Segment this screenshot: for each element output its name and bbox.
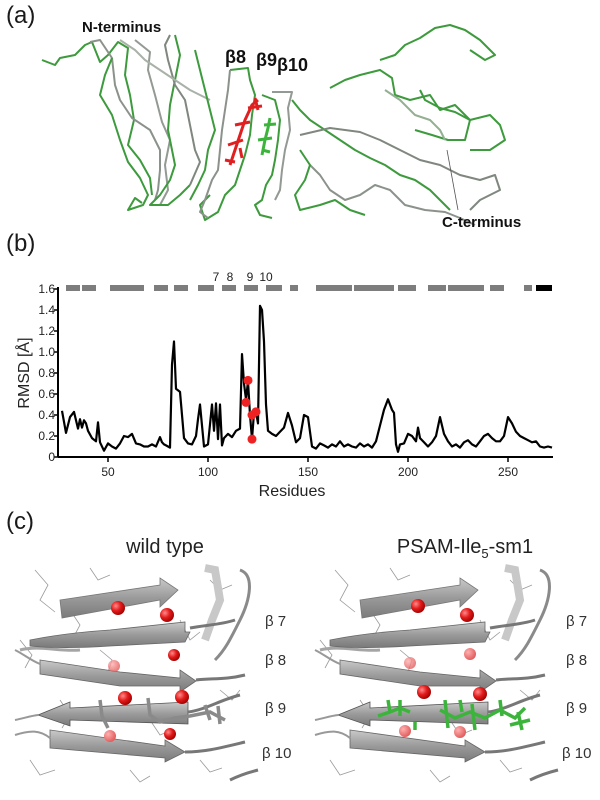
secondary-structure-bar <box>354 285 394 291</box>
mutation-marker <box>247 434 257 444</box>
wt-beta9-label: β 9 <box>265 700 287 717</box>
beta8-label: β8 <box>225 47 246 67</box>
secondary-structure-bar <box>266 285 282 291</box>
ligand-green-sticks <box>257 117 277 156</box>
panel-a-structure: N-terminus C-terminus β8 β9 β10 <box>0 0 600 240</box>
secondary-structure-bar <box>222 285 236 291</box>
secondary-structure-bar <box>110 285 144 291</box>
wild-type-cartoon <box>15 568 258 782</box>
y-tick-label: 0.6 <box>38 387 55 401</box>
secondary-structure-bar <box>316 285 352 291</box>
x-tick-label: 150 <box>298 465 318 479</box>
rmsd-line <box>60 304 553 453</box>
psam-beta10-label: β 10 <box>562 745 592 762</box>
panel-a-label: (a) <box>6 2 36 29</box>
x-axis-title: Residues <box>259 483 326 500</box>
y-tick-label: 1.0 <box>38 345 55 359</box>
mutant-green-sticks <box>377 699 531 731</box>
c-terminus-label: C-terminus <box>442 214 522 231</box>
x-tick-label: 250 <box>498 465 518 479</box>
psam-beta7-label: β 7 <box>566 613 588 630</box>
strand-number-label: 7 <box>213 270 220 284</box>
x-tick-label: 50 <box>101 465 115 479</box>
y-tick-label: 1.2 <box>38 324 55 338</box>
secondary-structure-bar <box>66 285 80 291</box>
n-terminus-label: N-terminus <box>82 19 162 36</box>
strand-number-label: 9 <box>247 270 254 284</box>
secondary-structure-bar <box>198 285 214 291</box>
psam-title-main: PSAM-Ile <box>396 536 482 558</box>
secondary-structure-bar <box>448 285 484 291</box>
y-tick-label: 0.4 <box>38 408 55 422</box>
y-tick-label: 1.4 <box>38 303 55 317</box>
psam-title: PSAM-Ile5-sm1 <box>355 536 575 561</box>
wt-sticks <box>98 697 226 729</box>
beta9-label: β9 <box>256 50 277 70</box>
psam-title-subscript: 5 <box>481 546 489 561</box>
secondary-structure-bar <box>490 285 504 291</box>
y-tick-label: 0.2 <box>38 429 55 443</box>
psam-beta8-label: β 8 <box>566 652 588 669</box>
secondary-structure-bar <box>428 285 446 291</box>
secondary-structure-bar <box>244 285 258 291</box>
panel-c-label: (c) <box>6 508 34 535</box>
panel-b-label: (b) <box>6 230 36 257</box>
backbone-trace-figure <box>41 24 506 226</box>
y-tick-label: 0 <box>48 450 55 464</box>
secondary-structure-bar-black <box>536 285 552 291</box>
wt-beta7-label: β 7 <box>265 613 287 630</box>
mutation-marker <box>243 375 253 385</box>
x-tick-label: 100 <box>198 465 218 479</box>
secondary-structure-bar <box>524 285 532 291</box>
secondary-structure-bar <box>174 285 188 291</box>
secondary-structure-bar <box>154 285 168 291</box>
panel-c-cartoons <box>0 560 600 800</box>
psam-title-tail: -sm1 <box>488 536 534 558</box>
wt-beta8-label: β 8 <box>265 652 287 669</box>
y-tick-label: 1.6 <box>38 282 55 296</box>
psam-mutant-cartoon <box>315 568 558 782</box>
wild-type-title: wild type <box>126 536 204 558</box>
ligand-red-sticks <box>224 97 263 166</box>
mutation-marker <box>251 407 261 417</box>
beta10-label: β10 <box>277 55 309 75</box>
secondary-structure-bar <box>82 285 96 291</box>
mutation-marker <box>241 397 251 407</box>
psam-beta9-label: β 9 <box>566 700 588 717</box>
secondary-structure-bar <box>398 285 416 291</box>
x-tick-label: 200 <box>398 465 418 479</box>
strand-number-label: 8 <box>227 270 234 284</box>
wt-beta10-label: β 10 <box>262 745 292 762</box>
strand-number-label: 10 <box>259 270 273 284</box>
secondary-structure-bar <box>290 285 298 291</box>
y-tick-label: 0.8 <box>38 366 55 380</box>
beta-sheet-cartoons <box>0 560 600 800</box>
y-axis-title: RMSD [Å] <box>14 337 33 408</box>
